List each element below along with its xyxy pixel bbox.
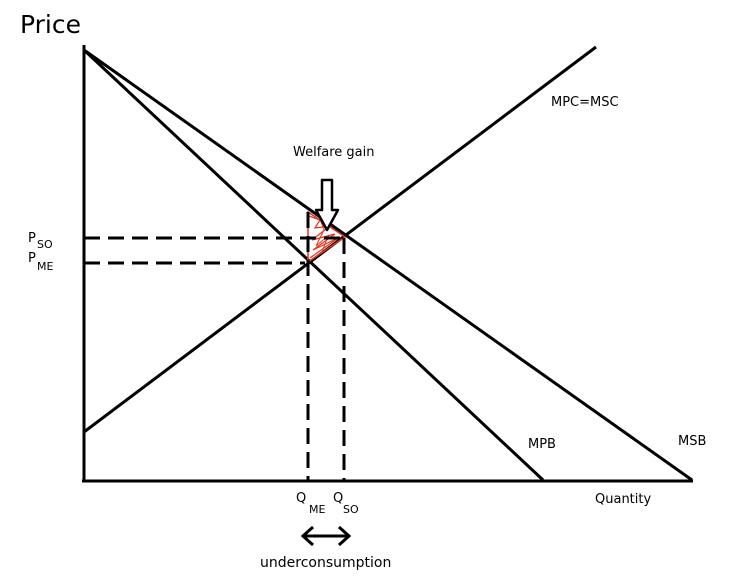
mpb-curve [82,48,545,482]
q-so-label: Q SO [333,491,359,516]
svg-text:P: P [28,251,36,266]
p-so-label: P SO [28,231,53,251]
svg-text:Q: Q [333,491,343,506]
double-arrow-icon [300,525,352,547]
svg-text:P: P [28,231,36,246]
welfare-gain-arrow-icon [314,178,340,232]
svg-text:SO: SO [343,503,359,516]
mpb-label: MPB [528,437,556,452]
p-me-label: P ME [28,251,53,273]
svg-text:Q: Q [296,491,306,506]
msb-curve [83,48,693,482]
msb-label: MSB [678,434,706,449]
svg-text:ME: ME [37,260,53,273]
y-axis-title: Price [20,10,81,39]
welfare-gain-label: Welfare gain [293,145,375,160]
q-me-label: Q ME [296,491,325,516]
svg-text:ME: ME [309,503,325,516]
mpc-msc-label: MPC=MSC [551,95,619,110]
x-axis-title: Quantity [595,492,651,507]
svg-text:SO: SO [37,238,53,251]
underconsumption-label: underconsumption [260,555,391,571]
